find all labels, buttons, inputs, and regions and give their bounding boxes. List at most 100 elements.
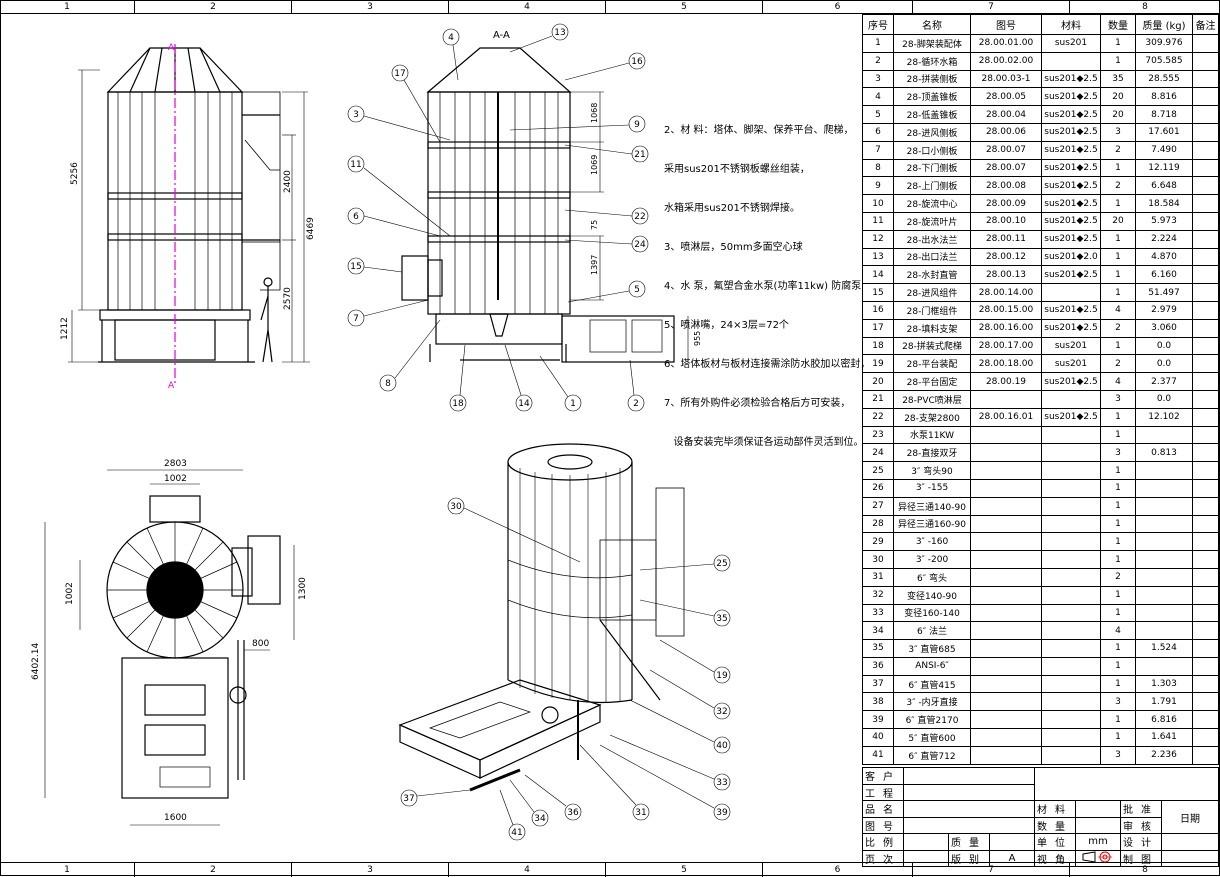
zone-cell: 8 <box>1142 2 1148 12</box>
bom-cell: 28.00.09 <box>970 194 1042 213</box>
bom-cell: 28-平台固定 <box>893 372 971 391</box>
dim-top-offset: 800 <box>252 639 269 649</box>
tb-material-label: 材料 <box>1034 800 1076 818</box>
bom-cell: 28-拼装侧板 <box>893 69 971 89</box>
dim-front-total: 5256 <box>70 162 80 185</box>
bom-cell <box>1192 514 1219 534</box>
bom-cell <box>1192 283 1219 302</box>
bom-cell <box>1192 211 1219 231</box>
bom-cell <box>970 603 1042 623</box>
bom-cell: sus201◆2.5 <box>1041 265 1101 285</box>
tb-part-label: 品名 <box>862 800 904 818</box>
section-balloon-labels: 13 16 9 21 22 24 5 1 2 14 18 8 7 15 6 11… <box>350 28 646 409</box>
bom-cell <box>1041 461 1101 480</box>
bom-cell <box>1041 283 1101 302</box>
bom-cell: 28.00.06 <box>970 122 1042 142</box>
balloon: 32 <box>716 707 727 717</box>
bom-cell <box>1192 674 1219 694</box>
bom-cell: 28.00.07 <box>970 140 1042 160</box>
bom-cell: 28-上门侧板 <box>893 176 971 196</box>
bom-cell: 1 <box>1100 496 1136 516</box>
bom-cell <box>1041 550 1101 569</box>
balloon: 6 <box>353 212 359 222</box>
bom-cell: 6″ 直管415 <box>893 674 971 694</box>
bom-cell: 309.976 <box>1135 34 1193 53</box>
bom-cell: 34 <box>862 621 894 641</box>
bom-cell: 28.00.16.00 <box>970 318 1042 338</box>
balloon: 5 <box>634 285 640 295</box>
bom-cell <box>1192 372 1219 391</box>
tb-quantity-value <box>1075 816 1121 834</box>
bom-cell: 1 <box>1100 194 1136 213</box>
title-block: 客户 工程 品名 材料 批准 日期 图号 数量 审核 比例 质量 单位 mm 设… <box>862 767 1219 867</box>
bom-cell <box>1135 514 1193 534</box>
bom-cell: 1 <box>1100 639 1136 658</box>
bom-cell: 1 <box>1100 283 1136 302</box>
bom-cell <box>1041 425 1101 445</box>
bom-cell <box>970 639 1042 658</box>
bom-cell <box>970 621 1042 641</box>
bom-cell <box>1192 229 1219 249</box>
zone-cell: 1 <box>0 863 135 877</box>
bom-cell: 32 <box>862 585 894 605</box>
bom-cell: 1 <box>1100 514 1136 534</box>
note-line: 水箱采用sus201不锈钢焊接。 <box>664 203 800 214</box>
bom-cell <box>970 496 1042 516</box>
bom-cell: 2 <box>1100 567 1136 587</box>
engineering-drawing: 5256 1212 2400 2570 6469 A A <box>31 23 731 841</box>
balloon: 40 <box>716 741 728 751</box>
bom-header: 图号 <box>970 14 1042 35</box>
bom-cell: 6.160 <box>1135 265 1193 285</box>
bom-cell <box>970 532 1042 552</box>
bom-cell: 2 <box>862 51 894 71</box>
bom-cell: 1 <box>1100 336 1136 356</box>
section-view <box>401 47 689 363</box>
bom-cell <box>1135 461 1193 480</box>
bom-cell: 28.00.10 <box>970 211 1042 231</box>
dim-section-1: 1068 <box>590 103 599 123</box>
bom-cell: 28-进风组件 <box>893 283 971 302</box>
bom-cell: 28-出水法兰 <box>893 229 971 249</box>
bom-cell: 7.490 <box>1135 140 1193 160</box>
bom-cell: 5″ 直管600 <box>893 728 971 747</box>
bom-cell <box>1041 496 1101 516</box>
balloon: 31 <box>635 808 646 818</box>
bom-cell: ANSI-6″ <box>893 656 971 676</box>
bom-cell <box>1041 674 1101 694</box>
bom-cell <box>1192 603 1219 623</box>
bom-cell: 3.060 <box>1135 318 1193 338</box>
bom-cell: 异径三通140-90 <box>893 496 971 516</box>
bom-cell: 1 <box>1100 461 1136 480</box>
bom-cell <box>1192 745 1219 765</box>
tb-page-value <box>903 849 949 867</box>
dim-top-fan-h: 1002 <box>65 582 75 605</box>
bom-cell: 7 <box>862 140 894 160</box>
bom-cell: 2 <box>1100 140 1136 160</box>
bom-cell <box>970 461 1042 480</box>
bom-cell <box>1192 34 1219 53</box>
bom-cell: 4 <box>1100 372 1136 391</box>
bom-cell: 29 <box>862 532 894 552</box>
balloon: 16 <box>631 57 643 67</box>
bom-cell <box>1192 585 1219 605</box>
bom-cell <box>1041 621 1101 641</box>
tb-version-value: A <box>989 849 1035 867</box>
bom-cell: 8.816 <box>1135 87 1193 107</box>
bom-cell <box>1135 496 1193 516</box>
tb-view-angle-label: 视角 <box>1034 849 1076 867</box>
bom-cell: 28-旋流叶片 <box>893 211 971 231</box>
bom-cell: 28.00.18.00 <box>970 354 1042 374</box>
bom-cell: 28-支架2800 <box>893 407 971 427</box>
bom-cell <box>1192 194 1219 213</box>
bom-cell <box>970 585 1042 605</box>
zone-cell: 6 <box>763 0 913 14</box>
bom-cell <box>1041 745 1101 765</box>
bom-cell: 28-顶盖锥板 <box>893 87 971 107</box>
bom-cell: 9 <box>862 176 894 196</box>
bom-cell <box>1192 354 1219 374</box>
bom-cell <box>1192 389 1219 409</box>
bom-cell <box>1192 122 1219 142</box>
